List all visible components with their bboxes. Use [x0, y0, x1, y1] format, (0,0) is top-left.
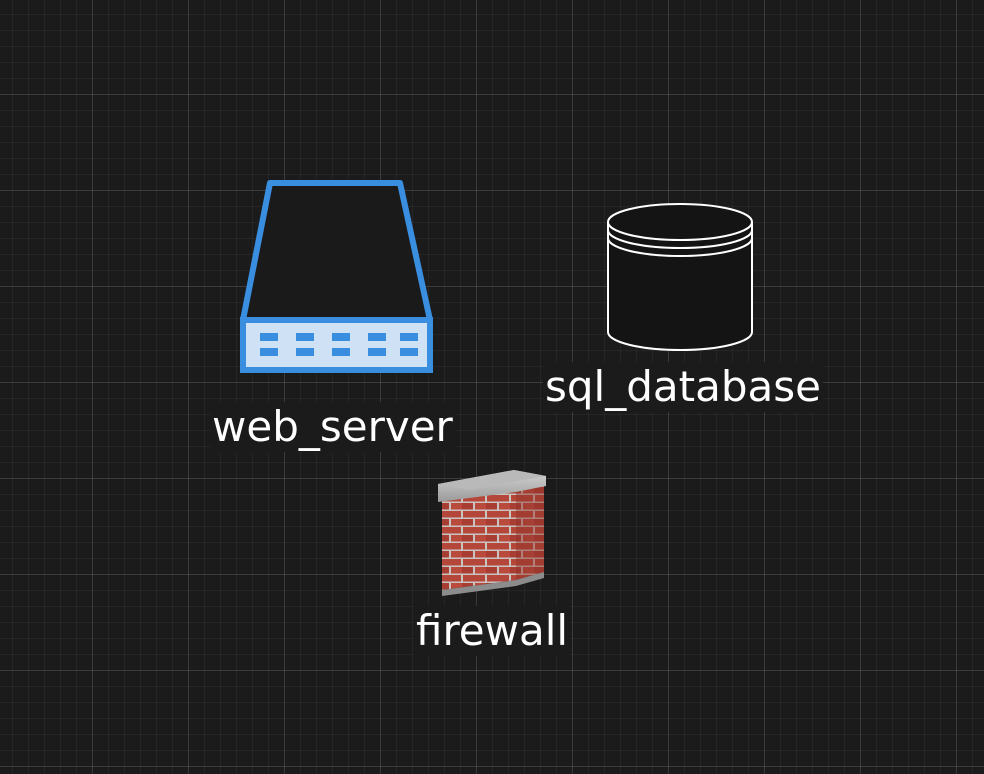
- sql-database-label: sql_database: [543, 362, 823, 412]
- node-sql-database[interactable]: sql_database: [543, 200, 835, 412]
- node-web-server[interactable]: web_server: [210, 180, 455, 452]
- server-icon: [240, 180, 433, 373]
- node-firewall[interactable]: firewall: [410, 460, 590, 660]
- web-server-label: web_server: [210, 402, 455, 452]
- firewall-label: firewall: [414, 606, 571, 656]
- database-cylinder-icon: [607, 203, 753, 351]
- brick-firewall-icon: [438, 470, 546, 596]
